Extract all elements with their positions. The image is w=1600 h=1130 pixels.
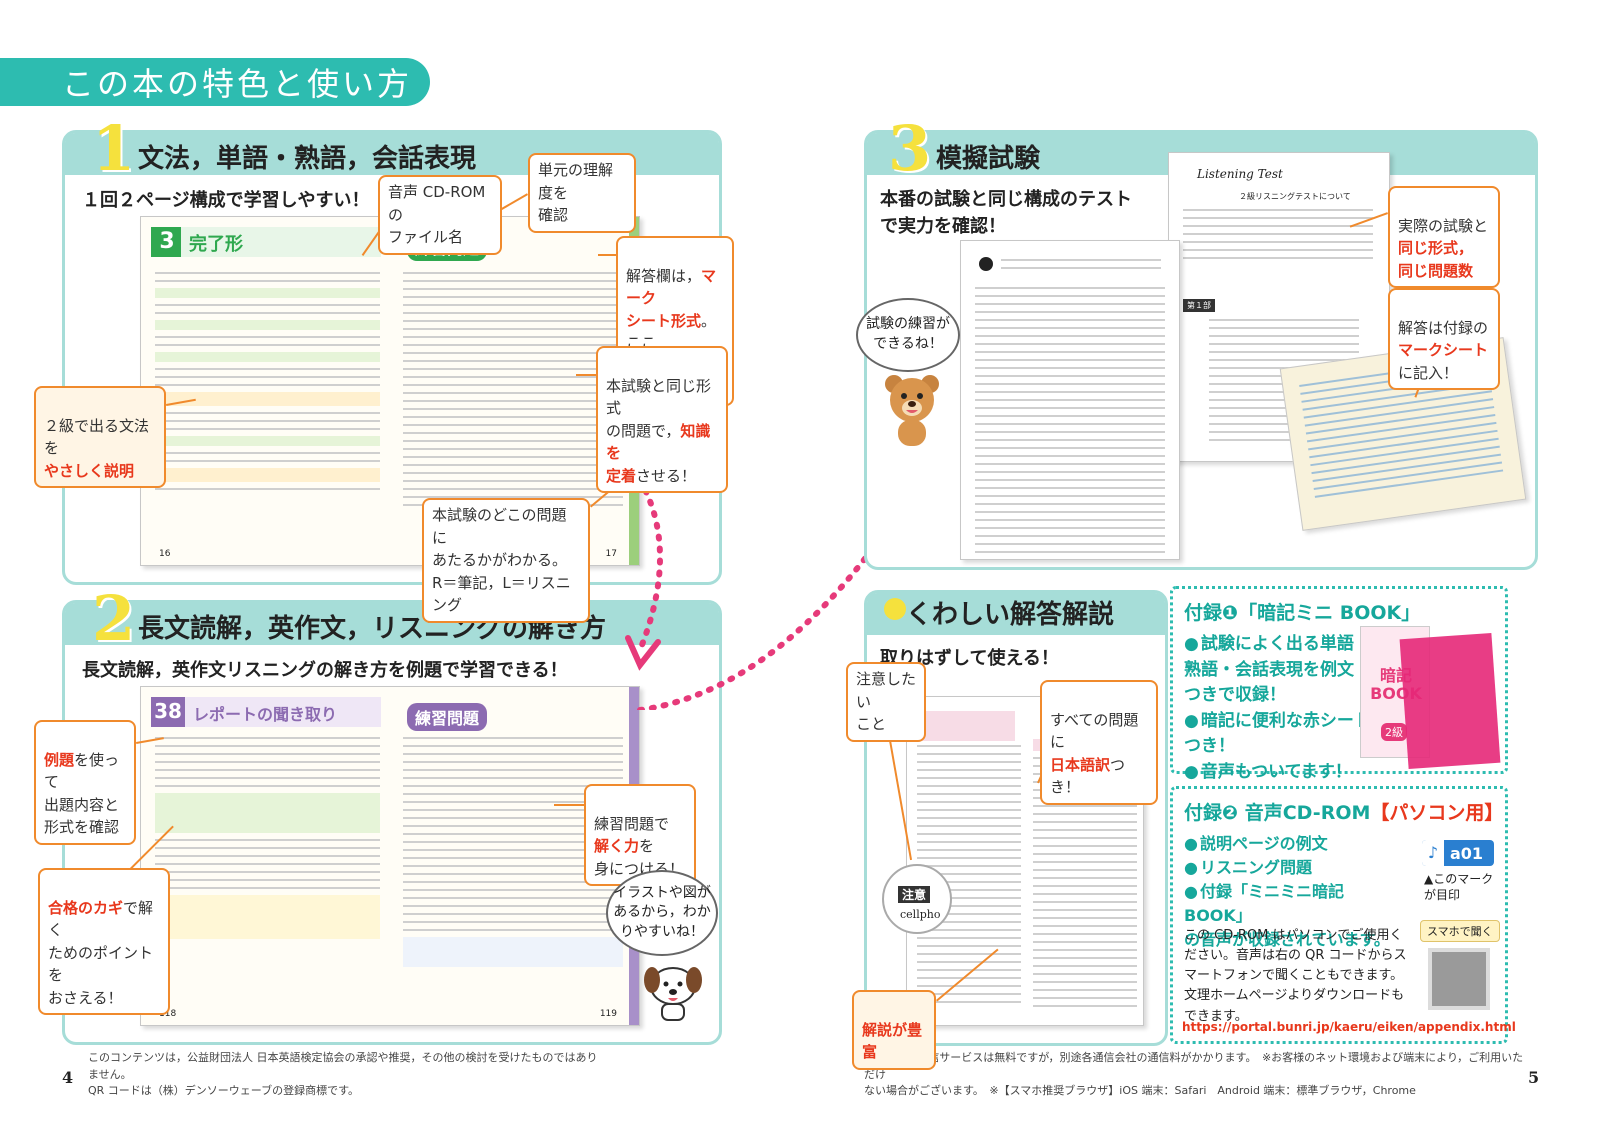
page-number-left: 4 <box>62 1068 74 1087</box>
section2-practice-label: 練習問題 <box>407 703 488 731</box>
caution-magnifier: 注意 cellpho <box>882 864 952 934</box>
audio-badge: ♪ a01 <box>1422 840 1494 866</box>
footer-note-left: このコンテンツは，公益財団法人 日本英語検定協会の承認や推奨，その他の検討を受け… <box>88 1051 598 1097</box>
callout-cdrom-file: 音声 CD-ROM の ファイル名 <box>378 175 502 255</box>
appendix2-note: この CD-ROM はパソコンでご使用く ださい。音声は右の QR コードからス… <box>1184 928 1407 1024</box>
callout-unit-check: 単元の理解度を 確認 <box>528 153 636 233</box>
section2-lesson-title: レポートの聞き取り <box>193 705 338 724</box>
music-note-icon: ♪ <box>1422 840 1444 866</box>
section2-lesson-number: 38 <box>154 699 182 723</box>
callout-all-questions: すべての問題に 日本語訳つき！ <box>1040 680 1158 805</box>
appendix1-list: 試験によく出る単語・ 熟語・会話表現を例文 つきで収録！ 暗記に便利な赤シート … <box>1184 632 1374 785</box>
callout-grammar: ２級で出る文法をやさしく説明 <box>34 386 166 488</box>
mock-test-page <box>960 240 1180 560</box>
callout-key-point: 合格のカギで解く ためのポイントを おさえる！ <box>38 868 170 1015</box>
bear-mascot-icon <box>885 375 939 446</box>
appendix2-list: 説明ページの例文 リスニング問題 付録「ミニミニ暗記 BOOK」 の音声が収録さ… <box>1184 832 1414 952</box>
callout-same-format: 本試験と同じ形式 の問題で，知識を定着させる！ <box>596 346 728 493</box>
appendix2-item: 説明ページの例文 <box>1184 832 1414 856</box>
section1-title: 文法，単語・熟語，会話表現 <box>138 144 477 174</box>
callout-exam-part: 本試験のどこの問題に あたるかがわかる。 R＝筆記，L＝リスニング <box>422 498 590 623</box>
callout-caution: 注意したい こと <box>846 662 926 742</box>
section2-page-left: 118 <box>159 1009 177 1019</box>
red-sheet <box>1399 632 1501 770</box>
appendix1-item: 暗記に便利な赤シート つき！ <box>1184 709 1374 760</box>
callout-practice: 練習問題で 解く力を 身につける！ <box>584 784 696 886</box>
callout-actual-exam: 実際の試験と 同じ形式， 同じ問題数 <box>1388 186 1500 288</box>
phone-label: スマホで聞く <box>1420 920 1500 942</box>
section4-subtitle: 取りはずして使える！ <box>880 648 1059 669</box>
practice-bubble: 試験の練習が できるね！ <box>856 298 960 372</box>
dog-mascot-icon <box>644 967 702 1021</box>
appendix2-item: 付録「ミニミニ暗記 BOOK」 の音声が収録されています。 <box>1184 880 1414 952</box>
qr-code <box>1428 948 1490 1010</box>
section3-number: 3 <box>888 112 932 185</box>
section2-subtitle: 長文読解，英作文リスニングの解き方を例題で学習できる！ <box>82 660 568 681</box>
illustration-bubble: イラストや図が あるから，わか りやすいね！ <box>606 870 718 956</box>
section3-subtitle: 本番の試験と同じ構成のテスト で実力を確認！ <box>880 189 1132 237</box>
section2-page-right: 119 <box>599 1009 617 1019</box>
callout-rich-explanation: 解説が豊富 <box>852 990 936 1070</box>
audio-badge-note: ▲このマーク が目印 <box>1424 872 1494 902</box>
section1-lesson-number: 3 <box>159 229 175 254</box>
appendix-url-link[interactable]: https://portal.bunri.jp/kaeru/eiken/appe… <box>1182 1020 1516 1034</box>
callout-example: 例題を使って 出題内容と 形式を確認 <box>34 720 136 845</box>
section2-number: 2 <box>92 582 136 655</box>
appendix2-heading: 付録❷ 音声CD-ROM【パソコン用】 <box>1184 802 1504 824</box>
section1-page-left: 16 <box>159 549 171 559</box>
section2-book-spread: 38 レポートの聞き取り 練習問題 118 119 <box>140 686 640 1026</box>
page-title: この本の特色と使い方 <box>0 58 430 106</box>
section1-lesson-title: 完了形 <box>189 234 243 255</box>
section4-title: くわしい解答解説 <box>906 600 1115 630</box>
appendix1-heading: 付録❶「暗記ミニ BOOK」 <box>1184 602 1421 624</box>
section1-page-right: 17 <box>605 549 617 559</box>
footer-note-right: ※この音声配信サービスは無料ですが，別途各通信会社の通信料がかかります。 ※お客… <box>864 1051 1524 1097</box>
appendix1-item: 試験によく出る単語・ 熟語・会話表現を例文 つきで収録！ <box>1184 632 1374 709</box>
callout-answer-sheet: 解答は付録の マークシート に記入！ <box>1388 288 1500 390</box>
section3-title: 模擬試験 <box>936 144 1041 174</box>
section1-number: 1 <box>92 112 136 185</box>
section4-dot-icon <box>884 598 906 620</box>
page-number-right: 5 <box>1528 1068 1540 1087</box>
appendix1-item: 音声もついてます！ <box>1184 760 1374 786</box>
section1-subtitle: １回２ページ構成で学習しやすい！ <box>82 190 370 211</box>
appendix2-item: リスニング問題 <box>1184 856 1414 880</box>
